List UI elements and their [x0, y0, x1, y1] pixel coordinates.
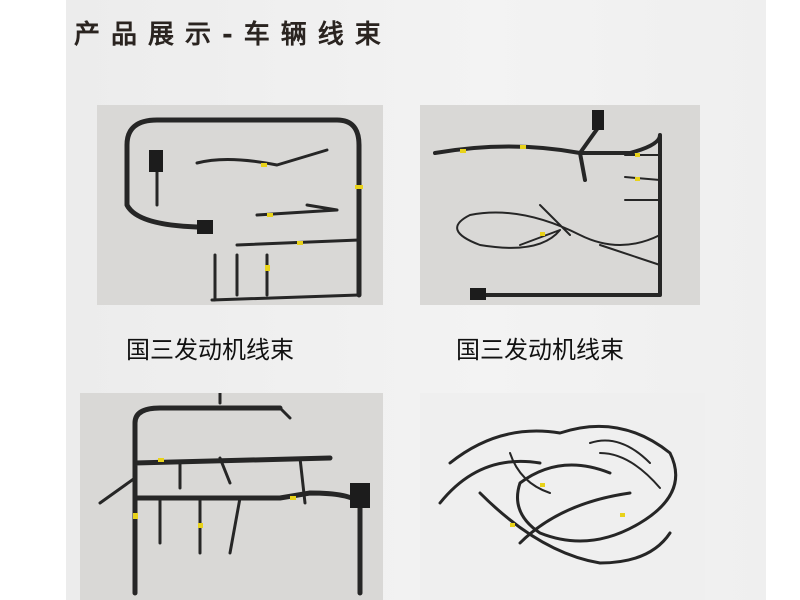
product-image-2[interactable]: [420, 105, 700, 305]
product-caption-2: 国三发动机线束: [456, 336, 624, 364]
page-title: 产品展示-车辆线束: [74, 20, 392, 50]
product-image-4[interactable]: [420, 393, 705, 600]
product-caption-1: 国三发动机线束: [126, 336, 294, 364]
product-image-3[interactable]: [80, 393, 383, 600]
product-image-1[interactable]: [97, 105, 383, 305]
